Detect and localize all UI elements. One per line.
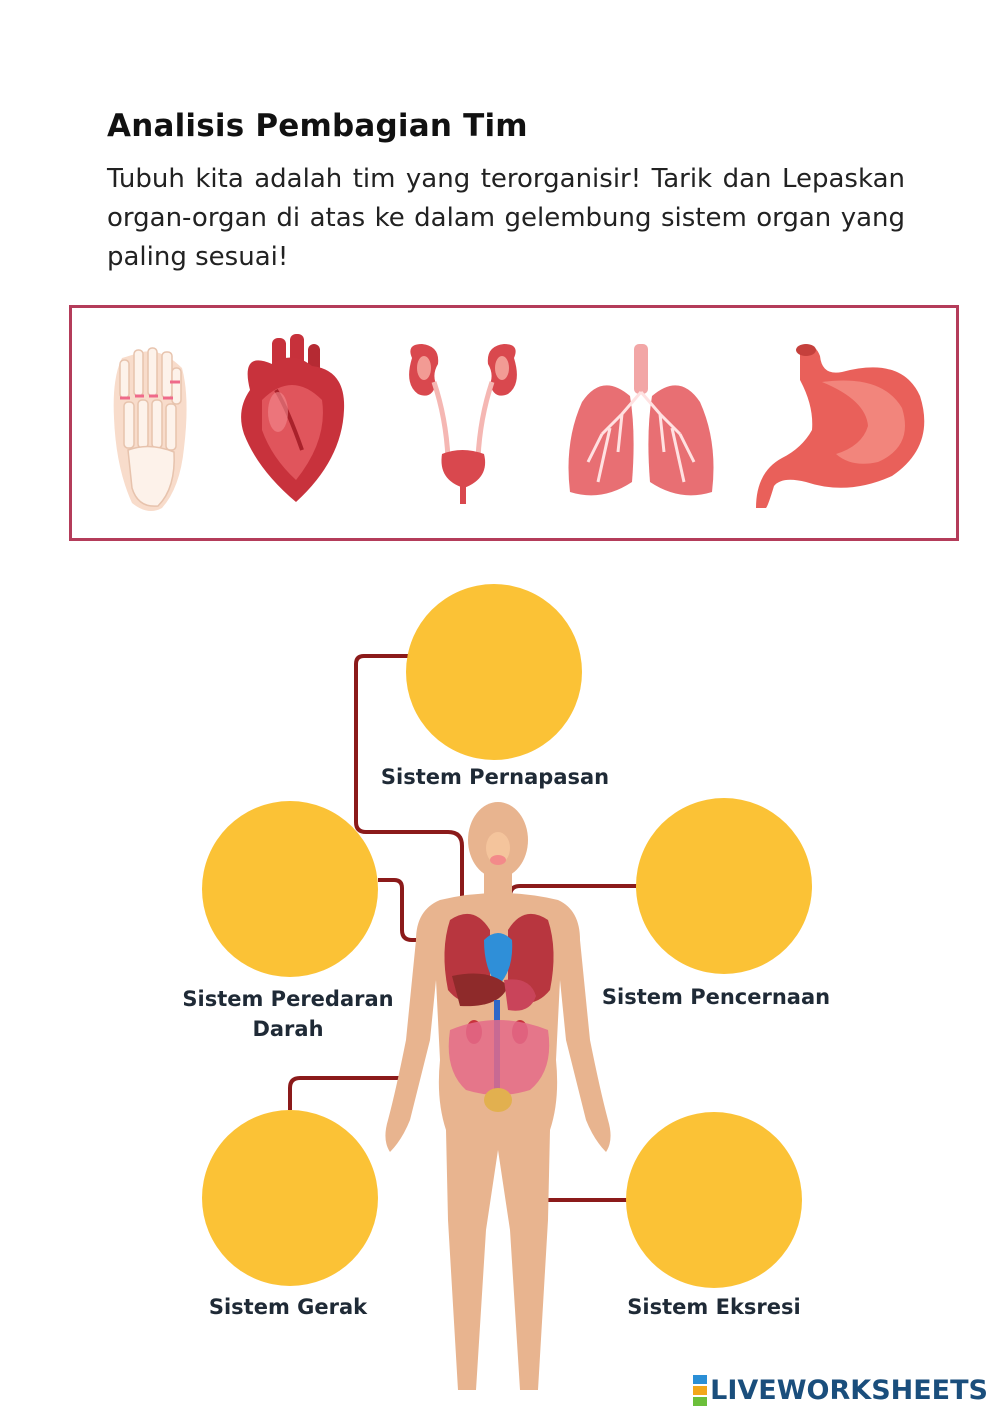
liveworksheets-icon [693, 1374, 707, 1407]
label-sistem-eksresi: Sistem Eksresi [594, 1292, 834, 1322]
brand-text: LIVEWORKSHEETS [710, 1375, 988, 1406]
label-sistem-pencernaan: Sistem Pencernaan [584, 982, 848, 1012]
drop-zone-pernapasan[interactable] [406, 584, 582, 760]
drop-zone-gerak[interactable] [202, 1110, 378, 1286]
drop-zone-ekskresi[interactable] [626, 1112, 802, 1288]
drop-zone-peredaran-darah[interactable] [202, 801, 378, 977]
label-sistem-pernapasan: Sistem Pernapasan [360, 762, 630, 792]
label-sistem-peredaran-darah: Sistem Peredaran Darah [180, 984, 396, 1044]
liveworksheets-logo: LIVEWORKSHEETS [693, 1374, 988, 1407]
label-sistem-gerak: Sistem Gerak [180, 1292, 396, 1322]
drop-zone-pencernaan[interactable] [636, 798, 812, 974]
human-body-illustration [380, 800, 620, 1400]
